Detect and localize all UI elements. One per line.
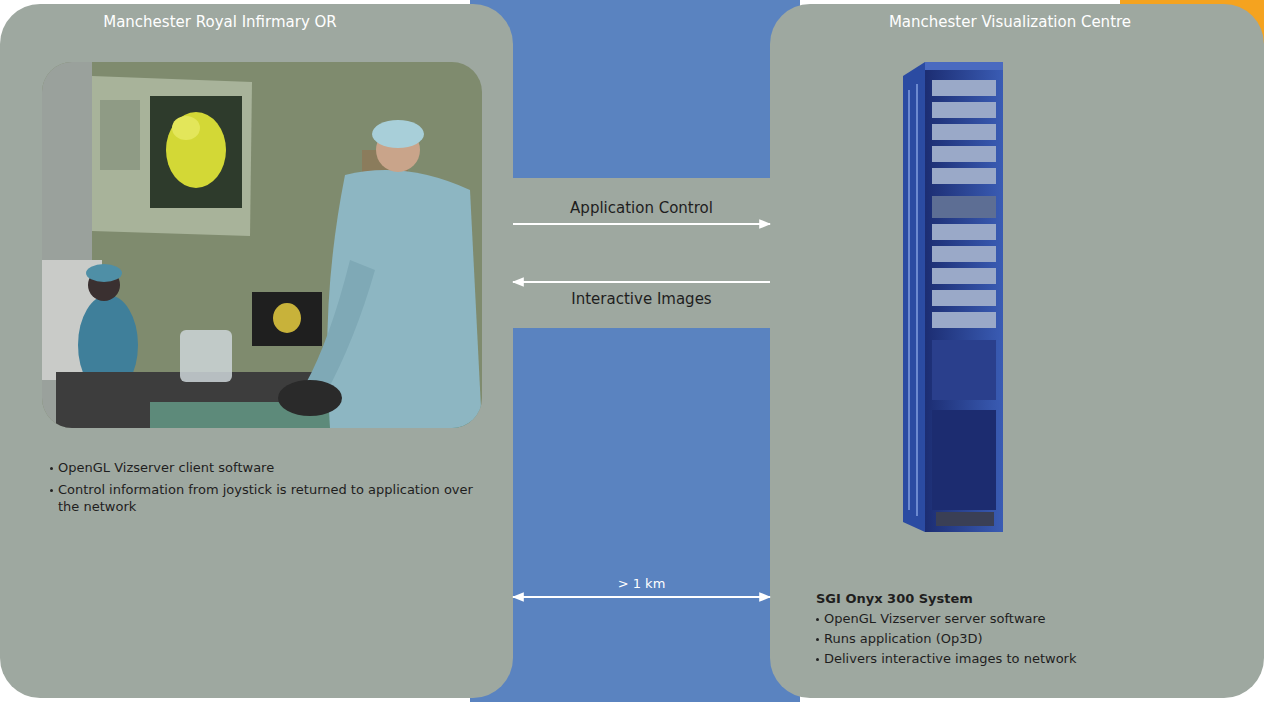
flow-arrow: [513, 596, 770, 598]
bullet-text: Delivers interactive images to network: [824, 650, 1244, 667]
subheading: SGI Onyx 300 System: [816, 590, 1236, 607]
flow-arrow: [513, 223, 770, 225]
flow-arrow: [513, 281, 770, 283]
bullet-text: OpenGL Vizserver client software: [58, 459, 488, 476]
edge-label: Interactive Images: [568, 290, 714, 309]
rack-module: [932, 80, 996, 96]
rack-door: [903, 62, 925, 532]
rack-panel: [932, 340, 996, 400]
surgeon-arm: [305, 260, 375, 395]
bullet-dot: [816, 658, 819, 661]
rack-body: [925, 62, 1003, 532]
monitor-image: [273, 303, 301, 333]
projected-image: [150, 96, 242, 208]
projection-screen: [92, 76, 252, 236]
rack-module: [932, 290, 996, 306]
bullet-text: Control information from joystick is ret…: [58, 481, 488, 515]
nurse-cap: [86, 264, 122, 282]
bullet-text: Runs application (Op3D): [824, 630, 1244, 647]
rack-module: [932, 196, 996, 218]
rack-top: [925, 62, 1003, 70]
operating-room-photo: [42, 62, 482, 428]
rack-module: [932, 102, 996, 118]
edge-label: > 1 km: [615, 575, 669, 592]
glass-jar: [180, 330, 232, 382]
monitor: [252, 292, 322, 346]
panel-heading: Manchester Royal Infirmary OR: [20, 13, 420, 32]
rack-module: [932, 268, 996, 284]
panel-heading: Manchester Visualization Centre: [790, 13, 1230, 32]
blue-band: [470, 0, 800, 702]
rack-module: [932, 124, 996, 140]
rack-module: [932, 224, 996, 240]
bullet-dot: [816, 618, 819, 621]
screen-panel: [100, 100, 140, 170]
heart-render: [166, 112, 226, 188]
site-panel: Manchester Visualization CentreSGI Onyx …: [770, 4, 1264, 698]
rack-base: [936, 512, 994, 526]
rack-grille: [932, 410, 996, 510]
joystick-bag: [278, 380, 342, 416]
rack-module: [932, 312, 996, 328]
heart-render: [172, 116, 200, 140]
rack-module: [932, 168, 996, 184]
link-band: [495, 178, 790, 328]
bullet-text: OpenGL Vizserver server software: [824, 610, 1244, 627]
onyx-rack: [903, 62, 1003, 532]
edge-label: Application Control: [567, 199, 716, 218]
rack-module: [932, 146, 996, 162]
bullet-dot: [816, 638, 819, 641]
door-stripe: [916, 84, 918, 516]
surgeon-cap: [372, 120, 424, 148]
door-stripe: [908, 90, 910, 510]
bullet-dot: [50, 489, 53, 492]
bullet-dot: [50, 467, 53, 470]
rack-module: [932, 246, 996, 262]
